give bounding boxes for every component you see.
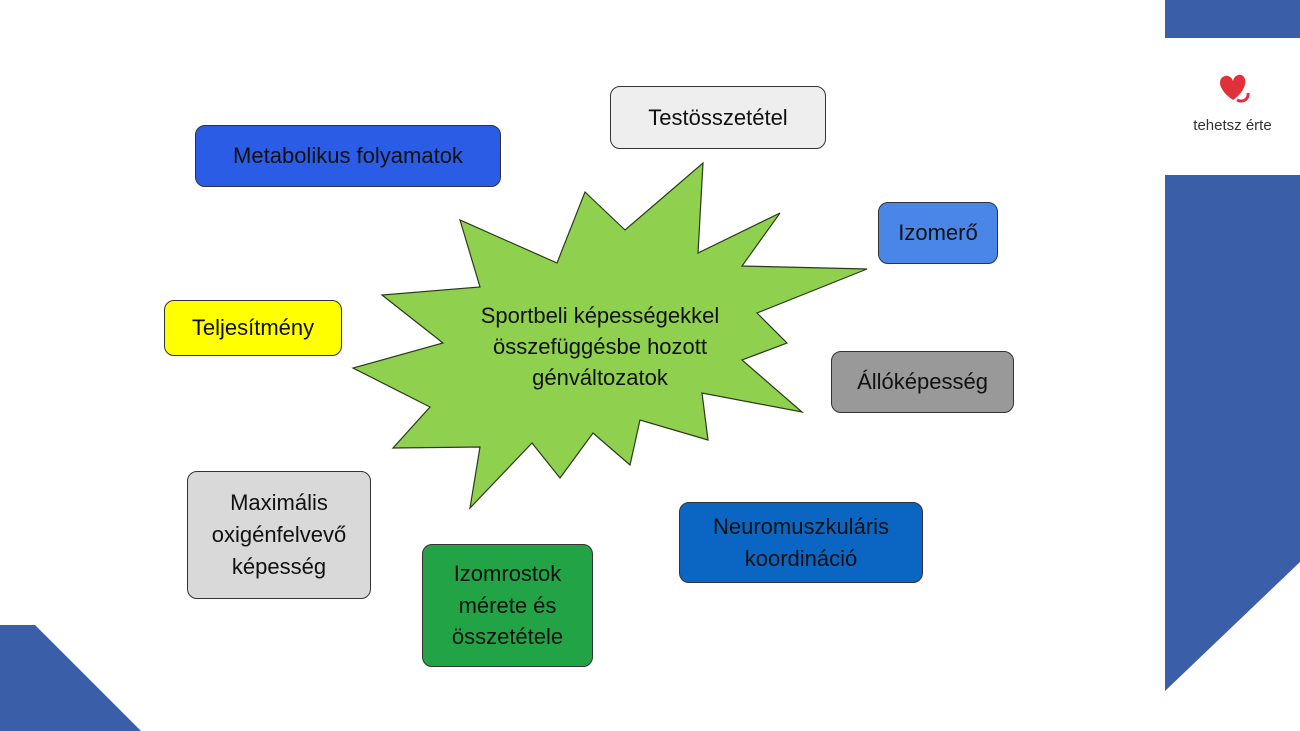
bottom-left-triangle xyxy=(0,625,141,731)
heart-logo-icon xyxy=(1219,74,1250,103)
logo: tehetsz érte xyxy=(1170,70,1295,134)
right-side-panel xyxy=(1165,175,1300,691)
box-neuromuscular: Neuromuszkuláris koordináció xyxy=(679,502,923,583)
box-performance: Teljesítmény xyxy=(164,300,342,356)
box-body-composition: Testösszetétel xyxy=(610,86,826,149)
box-metabolic: Metabolikus folyamatok xyxy=(195,125,501,187)
central-topic: Sportbeli képességekkel összefüggésbe ho… xyxy=(480,303,720,391)
box-endurance: Állóképesség xyxy=(831,351,1014,413)
top-right-banner xyxy=(1165,0,1300,38)
box-strength: Izomerő xyxy=(878,202,998,264)
box-vo2max: Maximális oxigénfelvevő képesség xyxy=(187,471,371,599)
box-muscle-fibers: Izomrostok mérete és összetétele xyxy=(422,544,593,667)
starburst-shape xyxy=(351,161,868,510)
logo-text: tehetsz érte xyxy=(1193,117,1272,134)
